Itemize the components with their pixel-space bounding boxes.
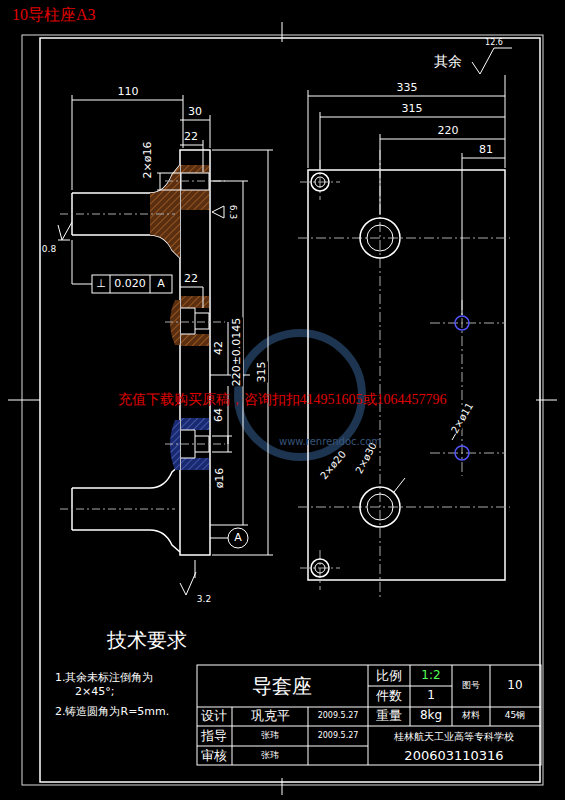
watermark-url: www.renrendoc.com: [279, 436, 381, 447]
dimension-text: 64: [213, 408, 225, 422]
technical-note: 2×45°;: [75, 686, 114, 698]
title-block-cell: 1:2: [421, 669, 440, 682]
dimension-text: A: [157, 278, 165, 290]
title-block-cell: 8kg: [420, 709, 442, 722]
title-block-cell: 2009.5.27: [318, 732, 359, 741]
roughness-note: 其余: [434, 54, 462, 69]
title-block-cell: 重量: [376, 709, 402, 723]
title-block-cell: 张玮: [261, 731, 279, 741]
technical-note: 2.铸造圆角为R=5mm.: [55, 706, 169, 718]
sheet-title: 10导柱座A3: [12, 6, 96, 24]
title-block-cell: 设计: [201, 709, 227, 723]
roughness-value: 12.6: [485, 39, 503, 48]
dimension-text: 22: [184, 273, 198, 285]
title-block-cell: 材料: [462, 711, 480, 721]
dimension-text: 30: [188, 106, 202, 118]
datum-circle: A: [227, 527, 249, 549]
dimension-text: ⊥: [96, 278, 106, 290]
dimension-text: 0.8: [42, 245, 56, 255]
datum-letter: A: [227, 527, 249, 549]
title-block-cell: 件数: [376, 689, 402, 703]
dimension-text: 3.2: [197, 595, 211, 605]
dimension-text: 2×ø16: [142, 142, 154, 179]
title-block-cell: 10: [507, 679, 522, 692]
dimension-text: 22: [184, 131, 198, 143]
title-block-cell: 指导: [201, 729, 227, 743]
title-block-cell: 2009.5.27: [318, 712, 359, 721]
title-block-cell: 45钢: [505, 711, 525, 721]
title-block-cell: 图号: [462, 681, 480, 691]
title-block-cell: 张玮: [261, 751, 279, 761]
dimension-text: 220±0.0145: [231, 318, 243, 387]
title-block-cell: 1: [427, 689, 435, 702]
dimension-text: 6.3: [227, 205, 237, 219]
title-block-cell: 200603110316: [404, 749, 503, 763]
dimension-text: 0.020: [114, 278, 146, 290]
technical-note: 技术要求: [107, 629, 187, 651]
title-block-cell: 桂林航天工业高等专科学校: [394, 731, 514, 742]
dimension-text: 81: [479, 144, 493, 156]
dimension-text: ø16: [214, 468, 226, 489]
dimension-text: 110: [118, 86, 139, 98]
dimension-text: 315: [256, 362, 268, 383]
dimension-text: 220: [438, 125, 459, 137]
title-block-cell: 审核: [201, 749, 227, 763]
dimension-text: 42: [213, 341, 225, 355]
dimension-text: 335: [397, 82, 418, 94]
technical-note: 1.其余未标注倒角为: [55, 672, 154, 684]
title-block-cell: 比例: [376, 669, 402, 683]
title-block-cell: 巩克平: [251, 709, 290, 723]
watermark: 充值下载购买原稿，咨询扣扣414951605或1064457796: [118, 392, 447, 407]
dimension-text: 315: [402, 103, 423, 115]
title-block-cell: 导套座: [252, 675, 312, 697]
